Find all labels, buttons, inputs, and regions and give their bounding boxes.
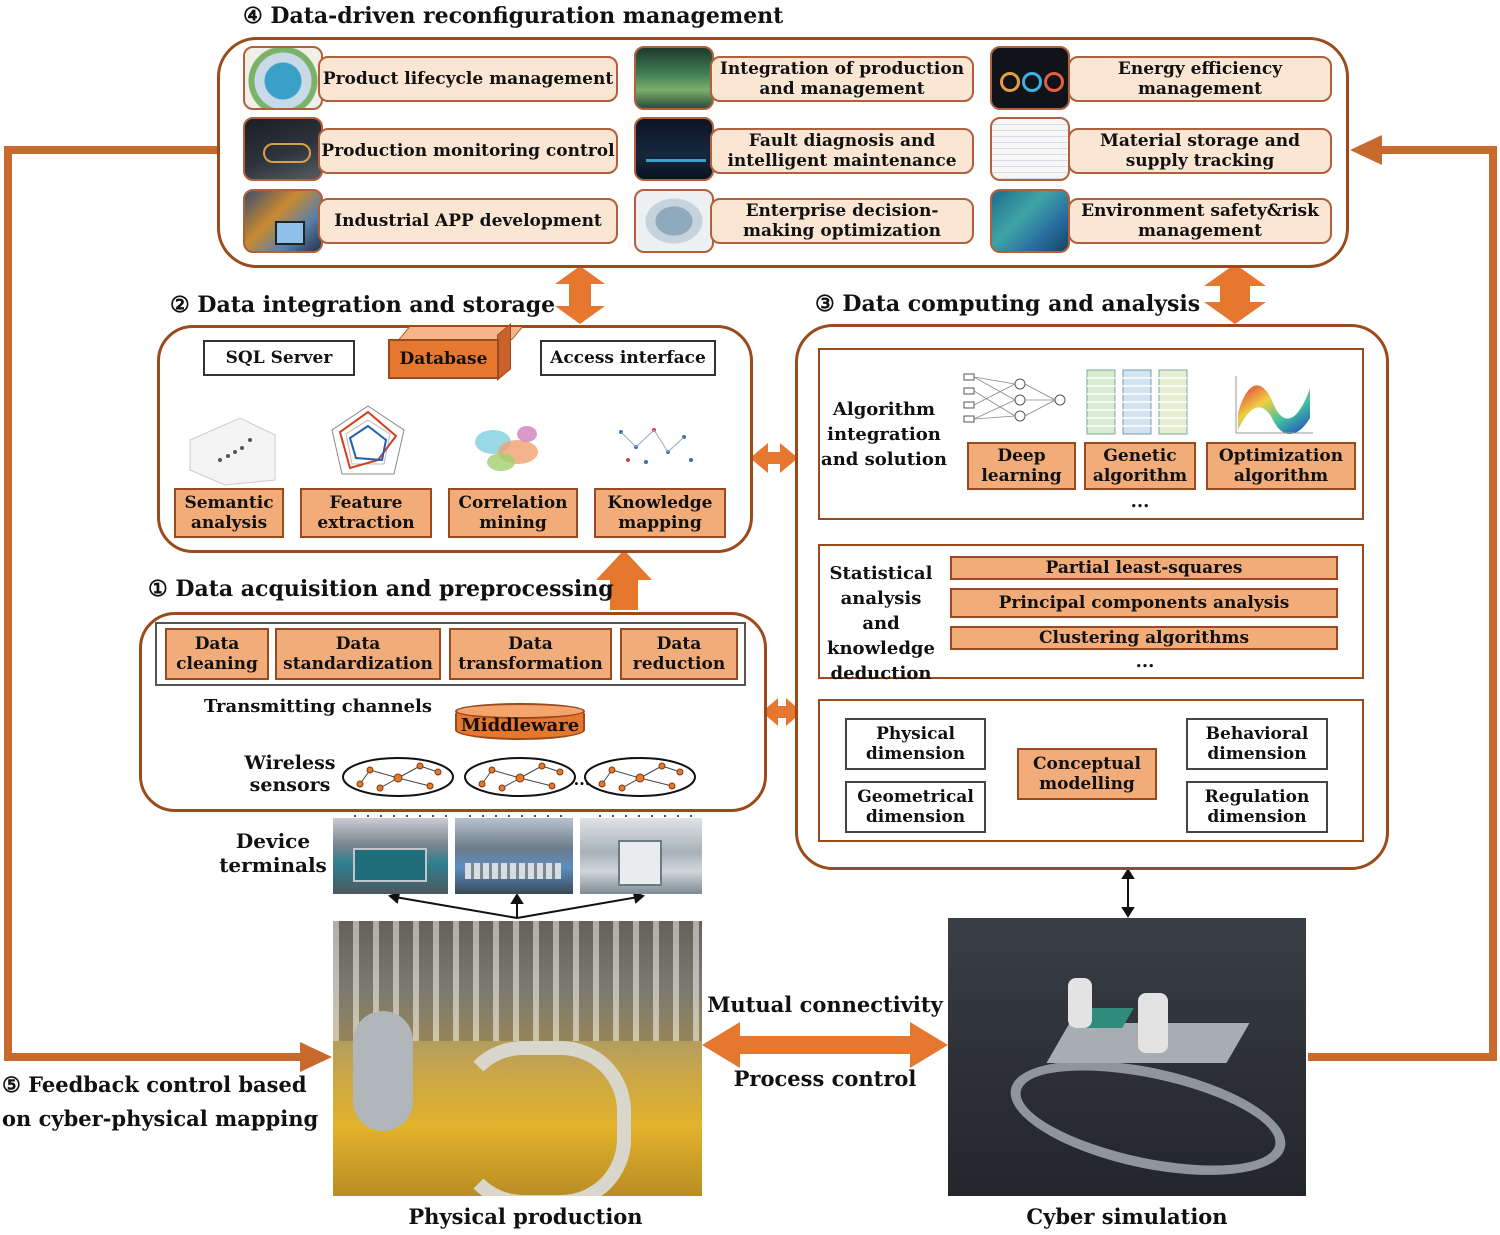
- energy-dashboard-icon: [990, 46, 1070, 110]
- correlation-cluster-icon: [475, 426, 538, 471]
- feature-radar-icon: [331, 405, 405, 475]
- cyber-link-arrow: [1121, 868, 1135, 918]
- access-interface-box: Access interface: [540, 340, 716, 376]
- semantic-analysis-box: Semantic analysis: [174, 488, 284, 538]
- neural-network-icon: [963, 373, 1066, 423]
- pls-box: Partial least-squares: [950, 556, 1338, 580]
- fault-dashboard-icon: [634, 117, 714, 181]
- sensor-ellipsis: ...: [573, 770, 591, 789]
- item-production-monitoring: Production monitoring control: [318, 128, 618, 174]
- optimization-algorithm-box: Optimization algorithm: [1206, 442, 1356, 490]
- middleware-label: Middleware: [460, 715, 580, 736]
- item-industrial-app: Industrial APP development: [318, 198, 618, 244]
- section1-title: ① Data acquisition and preprocessing: [148, 576, 614, 602]
- knowledge-graph-icon: [619, 428, 693, 464]
- data-reduction-box: Data reduction: [620, 628, 738, 680]
- conceptual-modelling-box: Conceptual modelling: [1017, 748, 1157, 800]
- section2-title: ② Data integration and storage: [170, 292, 556, 318]
- item-plm: Product lifecycle management: [318, 56, 618, 102]
- sql-server-box: SQL Server: [203, 340, 355, 376]
- double-arrow-2-3: [750, 443, 798, 473]
- double-arrow-1-3: [762, 698, 802, 726]
- device-terminal-image-2: [455, 818, 573, 894]
- feedback-loop-left: [4, 146, 300, 1061]
- mutual-connectivity-label: Mutual connectivity: [707, 992, 943, 1017]
- clustering-box: Clustering algorithms: [950, 626, 1338, 650]
- tablet-app-icon: [243, 189, 323, 253]
- process-control-label: Process control: [733, 1066, 917, 1091]
- plant-layout-icon: [990, 189, 1070, 253]
- algorithm-ellipsis: ...: [1130, 491, 1150, 512]
- meeting-room-icon: [634, 189, 714, 253]
- section4-title: ④ Data-driven reconfiguration management: [243, 3, 784, 29]
- pca-box: Principal components analysis: [950, 588, 1338, 618]
- transmitting-channels-label: Transmitting channels: [203, 696, 433, 717]
- sensor-clusters: [342, 757, 696, 797]
- item-integration: Integration of production and management: [710, 56, 974, 102]
- statistical-ellipsis: ...: [1135, 651, 1155, 672]
- plm-icon: [243, 46, 323, 110]
- section3-title: ③ Data computing and analysis: [815, 291, 1201, 317]
- double-arrow-4-2: [555, 266, 605, 324]
- cyber-simulation-image: [948, 918, 1306, 1196]
- physical-production-label: Physical production: [408, 1204, 643, 1229]
- data-cleaning-box: Data cleaning: [165, 628, 269, 680]
- item-material-storage: Material storage and supply tracking: [1068, 128, 1332, 174]
- physical-dimension-box: Physical dimension: [845, 718, 986, 770]
- algorithm-label: Algorithm integration and solution: [821, 399, 947, 470]
- middleware-cylinder-top: [455, 703, 585, 719]
- cyber-simulation-label: Cyber simulation: [1026, 1204, 1228, 1229]
- correlation-mining-box: Correlation mining: [448, 488, 578, 538]
- genetic-grid-icon: [1086, 369, 1188, 435]
- up-arrow-1-2: [596, 550, 652, 610]
- double-arrow-4-3: [1204, 264, 1266, 324]
- behavioral-dimension-box: Behavioral dimension: [1186, 718, 1328, 770]
- section5-title: ⑤ Feedback control based on cyber-physic…: [2, 1072, 319, 1131]
- genetic-algorithm-box: Genetic algorithm: [1084, 442, 1196, 490]
- device-terminal-image-1: [333, 818, 448, 894]
- geometrical-dimension-box: Geometrical dimension: [845, 781, 986, 833]
- item-environment-safety: Environment safety&risk management: [1068, 198, 1332, 244]
- monitoring-screen-icon: [243, 117, 323, 181]
- device-terminal-image-3: [580, 818, 702, 894]
- spreadsheet-icon: [990, 117, 1070, 181]
- production-to-devices-arrows: [388, 891, 645, 919]
- knowledge-mapping-box: Knowledge mapping: [594, 488, 726, 538]
- item-fault-diagnosis: Fault diagnosis and intelligent maintena…: [710, 128, 974, 174]
- statistical-label: Statistical analysis and knowledge deduc…: [827, 563, 935, 684]
- data-transformation-box: Data transformation: [449, 628, 612, 680]
- mutual-double-arrow: [702, 1022, 948, 1068]
- regulation-dimension-box: Regulation dimension: [1186, 781, 1328, 833]
- physical-production-image: [333, 921, 702, 1196]
- deep-learning-box: Deep learning: [967, 442, 1076, 490]
- semantic-scatter-icon: [189, 417, 276, 486]
- feedback-arrowhead-right: [1350, 135, 1382, 165]
- device-terminals-label: Device terminals: [219, 829, 327, 877]
- wireless-sensors-label: Wireless sensors: [244, 752, 336, 796]
- item-enterprise-decision: Enterprise decision- making optimization: [710, 198, 974, 244]
- database-box: Database: [388, 339, 499, 379]
- data-standardization-box: Data standardization: [275, 628, 441, 680]
- item-energy-efficiency: Energy efficiency management: [1068, 56, 1332, 102]
- factory-floor-icon: [634, 46, 714, 110]
- feedback-loop-right: [1308, 146, 1497, 1061]
- optimization-surface-icon: [1235, 376, 1313, 435]
- feedback-arrowhead-left: [300, 1042, 332, 1072]
- feature-extraction-box: Feature extraction: [300, 488, 432, 538]
